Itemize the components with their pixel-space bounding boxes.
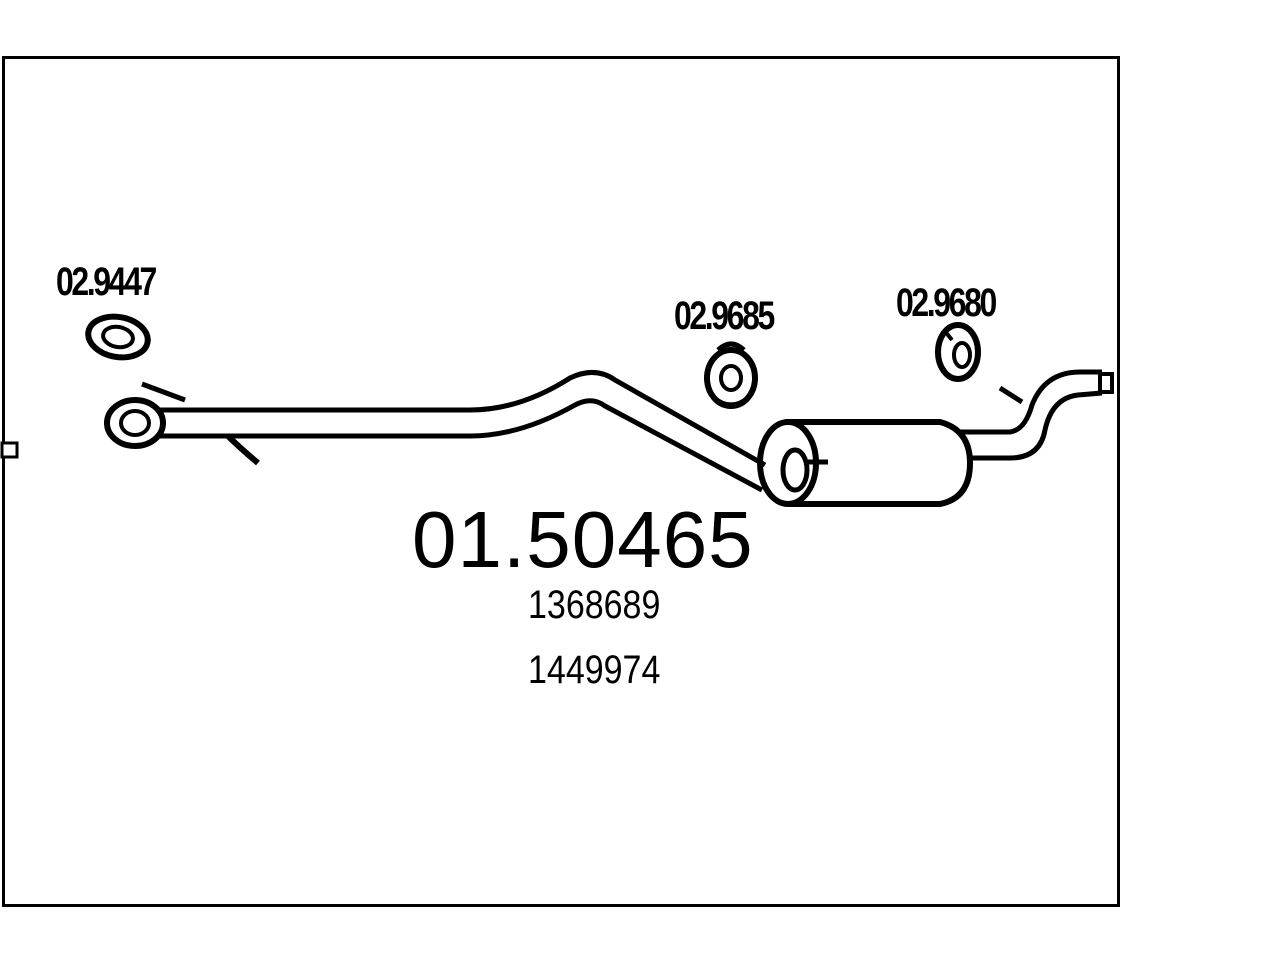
gasket-icon	[85, 313, 151, 361]
part-label-gasket: 02.9447	[56, 260, 157, 304]
rubber-mount-icon	[935, 322, 981, 382]
oe-reference-1: 1368689	[528, 583, 661, 627]
oe-reference-2: 1449974	[528, 648, 661, 692]
frame-edge-marker	[0, 441, 19, 459]
part-label-mount: 02.9680	[896, 281, 997, 325]
diagram-frame	[2, 56, 1120, 907]
middle-silencer	[757, 419, 974, 507]
main-part-number: 01.50465	[412, 495, 754, 584]
front-pipe	[104, 370, 767, 493]
part-label-hanger: 02.9685	[674, 294, 775, 338]
tail-pipe	[960, 369, 1114, 461]
rubber-hanger-icon	[704, 341, 758, 409]
